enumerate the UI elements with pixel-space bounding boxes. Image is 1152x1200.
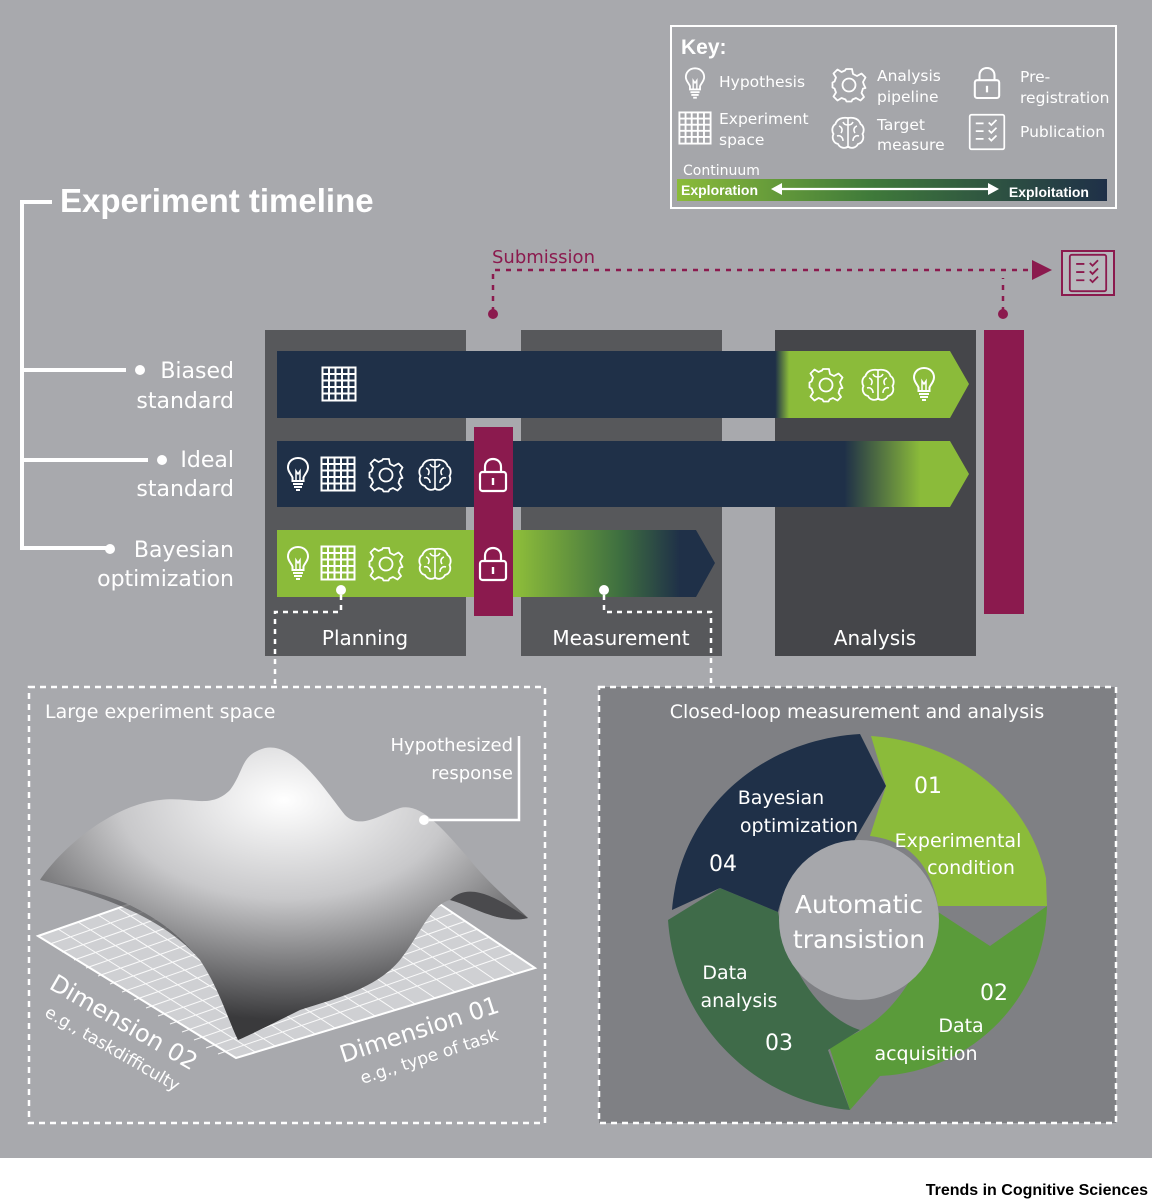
timeline-title: Experiment timeline (60, 182, 374, 219)
cycle-center-line2: transistion (793, 925, 925, 954)
submission-dot-left (488, 309, 498, 319)
key-analysis-pipeline-line1: Analysis (877, 67, 941, 85)
phase-label-measurement: Measurement (552, 626, 689, 650)
closed-loop-title: Closed-loop measurement and analysis (670, 701, 1045, 723)
cycle-segment-01 (870, 736, 1047, 906)
key-preregistration-line1: Pre- (1020, 68, 1050, 86)
bar-ideal-standard (277, 441, 969, 507)
step-03-number: 03 (765, 1031, 793, 1056)
key-continuum-label: Continuum (683, 163, 760, 179)
submission-arrow (491, 260, 1052, 312)
hypothesized-response-surface (40, 747, 528, 1040)
timeline-bracket (20, 200, 148, 550)
cycle-segment-02 (828, 906, 1047, 1110)
row-label-bayesian-line2: optimization (97, 567, 234, 592)
phase-label-analysis: Analysis (834, 626, 916, 650)
experiment-space-title: Large experiment space (45, 701, 275, 723)
step-03-label-line1: Data (702, 962, 747, 984)
response-label-line2: response (431, 763, 513, 784)
publication-bar (984, 330, 1024, 614)
submission-dot-right (998, 309, 1008, 319)
journal-footer: Trends in Cognitive Sciences (926, 1182, 1148, 1199)
submission-label: Submission (492, 247, 595, 268)
bar-biased-standard (277, 351, 969, 418)
row-label-ideal-line1: Ideal (180, 448, 234, 473)
key-title: Key: (681, 36, 727, 59)
row-label-bayesian-line1: Bayesian (134, 538, 234, 563)
step-04-number: 04 (709, 852, 737, 877)
cycle-center (779, 840, 939, 1000)
key-hypothesis-label: Hypothesis (719, 73, 805, 91)
key-experiment-space-line2: space (719, 131, 764, 149)
callout-connector-closed-loop (602, 595, 713, 686)
step-02-number: 02 (980, 981, 1008, 1006)
response-label-line1: Hypothesized (391, 735, 514, 756)
step-02-label-line1: Data (938, 1015, 983, 1037)
step-01-number: 01 (914, 774, 942, 799)
submission-publication-icon (1061, 250, 1115, 296)
cycle-center-line1: Automatic (795, 890, 923, 919)
cycle-segment-03 (668, 888, 860, 1110)
callout-dot-experiment-space (336, 585, 346, 595)
closed-loop-panel: Closed-loop measurement and analysis Aut… (597, 685, 1118, 1125)
step-01-label-line1: Experimental (895, 830, 1022, 852)
key-legend: Key: Hypothesis Experiment space Analysi… (670, 25, 1117, 209)
key-box (670, 25, 1117, 209)
experiment-timeline: Experiment timeline Biased standard Idea… (20, 182, 1115, 686)
callout-connector-experiment-space (273, 595, 343, 686)
phase-label-planning: Planning (322, 626, 408, 650)
row-label-biased-line2: standard (136, 389, 234, 414)
row-label-ideal-line2: standard (136, 477, 234, 502)
step-03-label-line2: analysis (701, 990, 778, 1012)
key-target-measure-line1: Target (876, 116, 925, 134)
response-callout-dot (419, 815, 429, 825)
cycle-segment-04 (672, 734, 886, 912)
row-bullet-biased (135, 365, 145, 375)
row-bullet-ideal (157, 455, 167, 465)
key-preregistration-line2: registration (1020, 89, 1109, 107)
key-experiment-space-line1: Experiment (719, 110, 809, 128)
step-04-label-line2: optimization (740, 815, 858, 837)
step-01-label-line2: condition (927, 857, 1015, 879)
key-analysis-pipeline-line2: pipeline (877, 88, 939, 106)
callout-dot-closed-loop (599, 585, 609, 595)
experiment-space-panel: Large experiment space Hypothesized resp… (27, 685, 547, 1125)
surface-right-wing (450, 891, 528, 920)
step-02-label-line2: acquisition (874, 1043, 977, 1065)
preregistration-bar (474, 427, 513, 616)
key-publication-label: Publication (1020, 123, 1105, 141)
row-bullet-bayesian (105, 544, 115, 554)
step-04-label-line1: Bayesian (738, 787, 824, 809)
key-exploitation-label: Exploitation (1009, 184, 1089, 200)
response-callout-line (429, 736, 521, 822)
key-exploration-label: Exploration (681, 182, 758, 198)
key-target-measure-line2: measure (877, 136, 945, 154)
row-label-biased-line1: Biased (160, 359, 234, 384)
